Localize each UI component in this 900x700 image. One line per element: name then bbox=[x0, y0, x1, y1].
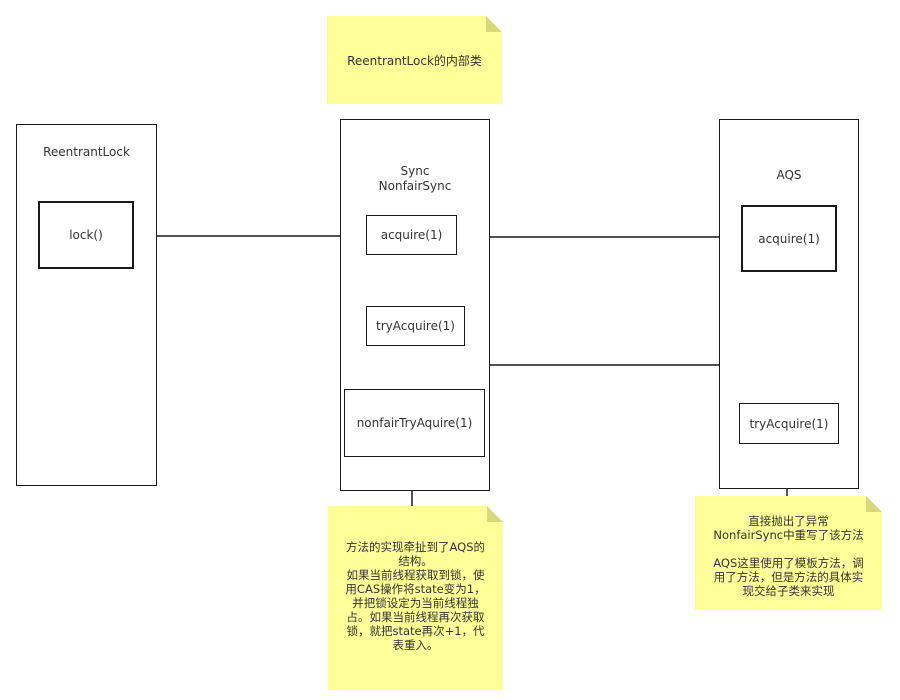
sync-note-line: 方法的实现牵扯到了AQS的 bbox=[345, 540, 485, 554]
sync-implementation-note: 方法的实现牵扯到了AQS的 结构。 如果当前线程获取到锁，使 用CAS操作将st… bbox=[328, 506, 503, 690]
inner-class-note: ReentrantLock的内部类 bbox=[327, 16, 502, 104]
lock-method-box[interactable]: lock() bbox=[38, 201, 134, 269]
aqs-note-line: NonfairSync中重写了该方法 bbox=[713, 528, 864, 542]
aqs-note-line: 现交给子类来实现 bbox=[742, 584, 835, 598]
aqs-try-acquire-box[interactable]: tryAcquire(1) bbox=[739, 403, 839, 444]
reentrant-lock-title: ReentrantLock bbox=[43, 145, 130, 159]
aqs-template-method-note: 直接抛出了异常 NonfairSync中重写了该方法 AQS这里使用了模板方法，… bbox=[695, 496, 882, 610]
sync-try-acquire-box[interactable]: tryAcquire(1) bbox=[366, 306, 465, 346]
sync-acquire-box[interactable]: acquire(1) bbox=[366, 215, 457, 255]
reentrant-lock-container bbox=[16, 124, 157, 486]
sync-note-line: 表重入。 bbox=[392, 638, 439, 652]
inner-class-note-text: ReentrantLock的内部类 bbox=[347, 53, 482, 68]
aqs-title: AQS bbox=[776, 168, 802, 182]
sync-title: Sync bbox=[400, 164, 430, 178]
aqs-note-line: AQS这里使用了模板方法，调 bbox=[713, 556, 864, 570]
nonfair-try-acquire-box[interactable]: nonfairTryAquire(1) bbox=[344, 389, 485, 457]
sync-note-line: 锁，就把state再次+1，代 bbox=[346, 624, 485, 638]
aqs-note-line: 直接抛出了异常 bbox=[748, 514, 829, 528]
aqs-acquire-box[interactable]: acquire(1) bbox=[741, 205, 837, 272]
sync-note-line: 结构。 bbox=[398, 554, 433, 568]
sync-note-line: 并把锁设定为当前线程独 bbox=[352, 596, 479, 610]
sync-note-line: 占。如果当前线程再次获取 bbox=[346, 610, 485, 624]
sync-note-line: 用CAS操作将state变为1， bbox=[345, 582, 486, 596]
sync-note-line: 如果当前线程获取到锁，使 bbox=[346, 568, 485, 582]
aqs-note-gap bbox=[695, 542, 882, 556]
nonfair-sync-title: NonfairSync bbox=[378, 179, 452, 193]
aqs-note-line: 用了方法，但是方法的具体实 bbox=[713, 570, 864, 584]
